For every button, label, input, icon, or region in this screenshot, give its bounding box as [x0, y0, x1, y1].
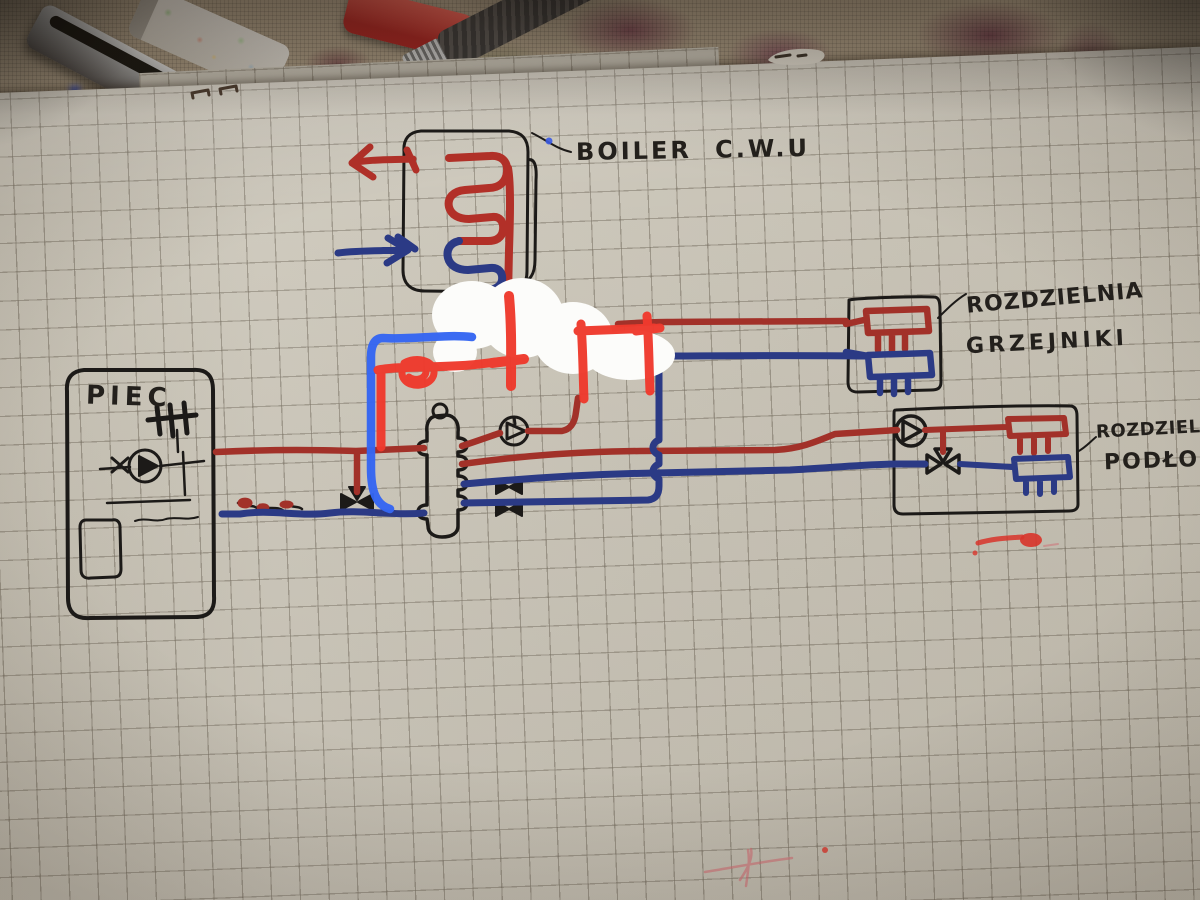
pipe-pump-up	[524, 394, 582, 435]
torn-paper-fragment	[768, 48, 825, 65]
floor-manifold-label-line2: PODŁOGA	[1103, 445, 1200, 476]
furnace-squiggle	[134, 516, 199, 522]
pipe-furnace-supply	[212, 444, 428, 456]
radiator-label-leader	[937, 293, 967, 319]
furnace-ash-door	[78, 518, 123, 580]
furnace-pump-rotor	[138, 455, 159, 477]
boiler-label: BOILER C.W.U	[575, 133, 811, 167]
floor-pump-rotor	[901, 419, 923, 443]
floor-label-leader	[1076, 436, 1097, 453]
dhw-out-arrow	[348, 143, 420, 181]
check-valve-icons	[495, 479, 523, 517]
floor-manifold-label-line1: ROZDZIELNIA	[1095, 414, 1200, 443]
furnace-valve-x	[110, 456, 130, 474]
boiler-red-coil	[348, 143, 514, 300]
pipe-radiator-supply	[614, 317, 850, 328]
pipe-furnace-return	[218, 508, 428, 518]
furnace-label: PIEC	[85, 380, 173, 414]
marker-red-pump-knot	[398, 356, 438, 389]
pipe-separator-to-pump	[458, 429, 504, 450]
radiator-manifold-red	[842, 305, 933, 355]
floor-manifold-blue	[957, 454, 1073, 497]
hydraulic-separator	[416, 413, 469, 539]
pipe-floor-return	[460, 460, 929, 488]
staples	[190, 84, 239, 100]
